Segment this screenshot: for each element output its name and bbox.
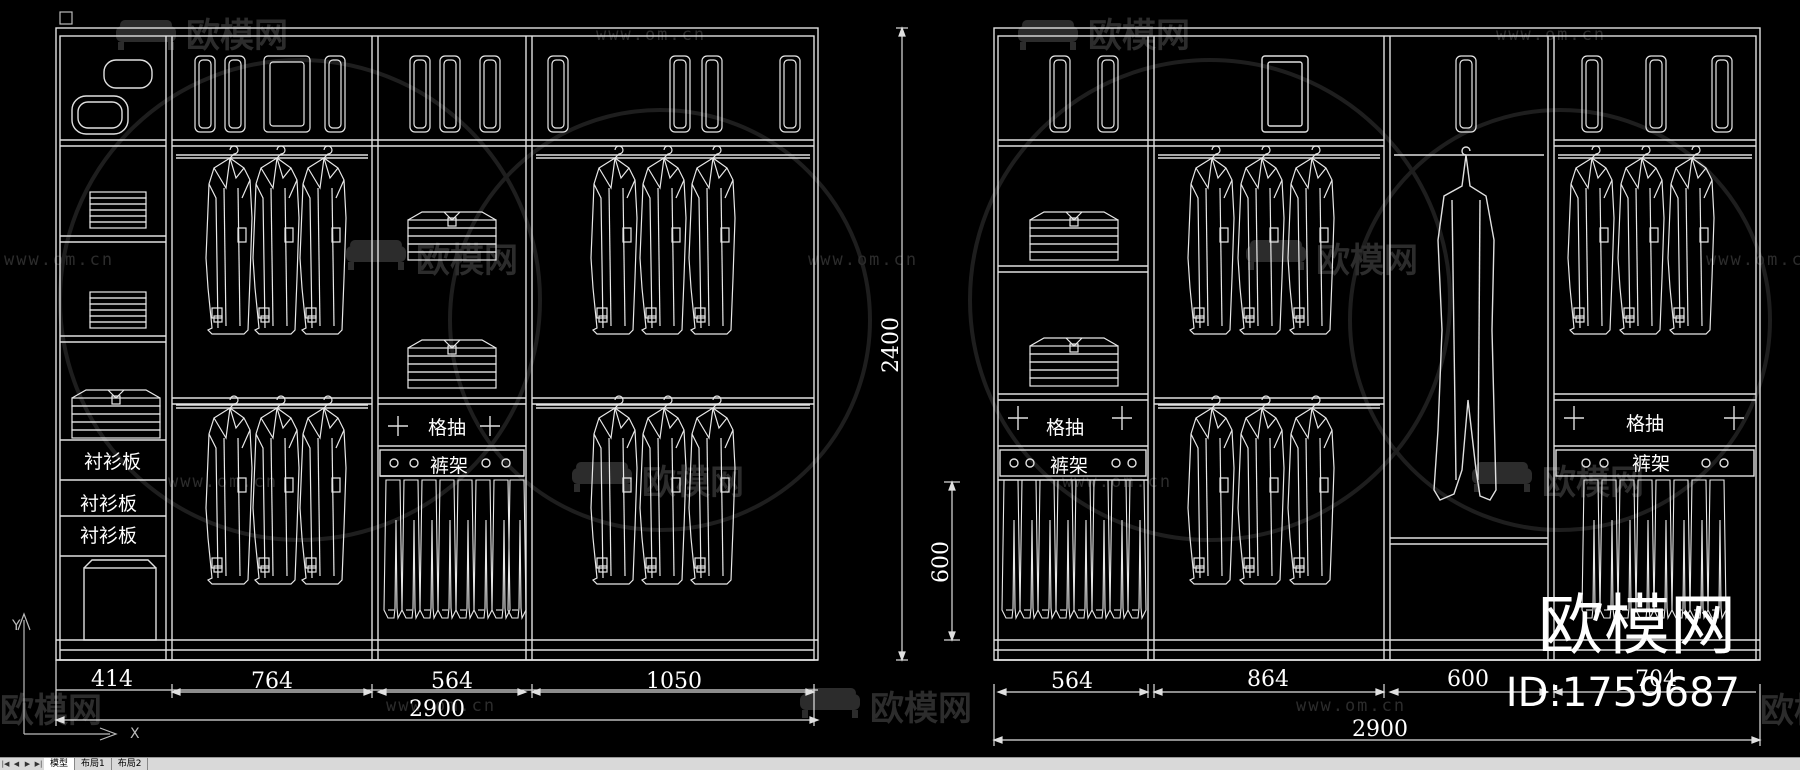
label-grid-drawer: 格抽 [428, 417, 466, 439]
badge-id: ID:1759687 [1506, 670, 1740, 716]
dim-col-3: 600 [1447, 667, 1489, 692]
dim-col-2: 864 [1247, 667, 1289, 692]
watermark-brand: 欧模网 [416, 241, 518, 281]
tab-model[interactable]: 模型 [44, 758, 76, 770]
watermark-brand: 欧模网 [1542, 463, 1644, 503]
left-carcass [55, 27, 819, 661]
dim-total-width: 2900 [1352, 717, 1408, 742]
right-carcass [993, 27, 1761, 661]
tab-layout-2[interactable]: 布局2 [112, 758, 149, 770]
watermark-url: www.om.cn [386, 696, 496, 716]
watermark-url: www.om.cn [596, 25, 706, 45]
label-trouser-rack: 裤架 [1050, 455, 1088, 477]
watermark-url: www.om.cn [1062, 472, 1172, 492]
watermark-brand: 欧模网 [870, 689, 972, 729]
watermark-url: www.om.cn [1296, 696, 1406, 716]
right-dimension-lines [944, 480, 1762, 746]
right-folded-items [1029, 211, 1119, 387]
watermark-url: www.om.cn [1496, 25, 1606, 45]
dim-col-2: 764 [251, 669, 293, 694]
label-shirt-board: 衬衫板 [80, 493, 137, 515]
label-trouser-rack: 裤架 [430, 455, 468, 477]
watermark-url: www.om.cn [4, 250, 114, 270]
tab-last-icon[interactable]: ▶| [34, 760, 43, 768]
left-dimension-lines [54, 26, 908, 726]
tab-first-icon[interactable]: |◀ [1, 760, 10, 768]
dim-total-width: 2900 [409, 697, 465, 722]
watermark-url: www.om.cn [168, 472, 278, 492]
dim-height: 2400 [879, 317, 904, 373]
dim-sub-height: 600 [929, 541, 954, 583]
watermark-brand: 欧模网 [1760, 691, 1800, 731]
watermark-url: www.om.cn [808, 250, 918, 270]
tab-next-icon[interactable]: ▶ [24, 760, 31, 768]
left-folded-items [71, 191, 497, 439]
id-badge: 欧模网 ID:1759687 [1506, 587, 1740, 716]
dim-col-4: 1050 [646, 669, 702, 694]
label-shirt-board: 衬衫板 [84, 451, 141, 473]
left-top-boxes [194, 55, 801, 133]
axis-x-label: X [130, 726, 140, 742]
tab-layout-1[interactable]: 布局1 [75, 758, 112, 770]
dim-col-1: 414 [91, 667, 133, 692]
watermark-brand: 欧模网 [0, 691, 102, 731]
watermark-brand: 欧模网 [1316, 241, 1418, 281]
label-shirt-board: 衬衫板 [80, 525, 137, 547]
label-trouser-rack: 裤架 [1632, 453, 1670, 475]
badge-brand: 欧模网 [1538, 587, 1736, 664]
watermark-url: www.om.cn [1706, 250, 1800, 270]
axis-y-label: Y [11, 618, 21, 634]
dim-col-4: 704 [1635, 667, 1677, 692]
ucs-axis-icon [17, 11, 118, 741]
layout-tab-bar: |◀ ◀ ▶ ▶| 模型 布局1 布局2 [0, 757, 1800, 770]
label-grid-drawer: 格抽 [1626, 413, 1664, 435]
left-hanging-trousers [383, 479, 527, 619]
dim-col-3: 564 [431, 669, 473, 694]
label-grid-drawer: 格抽 [1046, 417, 1084, 439]
left-wardrobe-elevation[interactable]: 衬衫板 衬衫板 衬衫板 格抽 裤架 414 764 564 105 [54, 26, 908, 726]
tab-prev-icon[interactable]: ◀ [13, 760, 20, 768]
dim-col-1: 564 [1051, 669, 1093, 694]
right-wardrobe-elevation[interactable]: 格抽 裤架 格抽 裤架 564 864 600 704 2900 [929, 27, 1762, 746]
